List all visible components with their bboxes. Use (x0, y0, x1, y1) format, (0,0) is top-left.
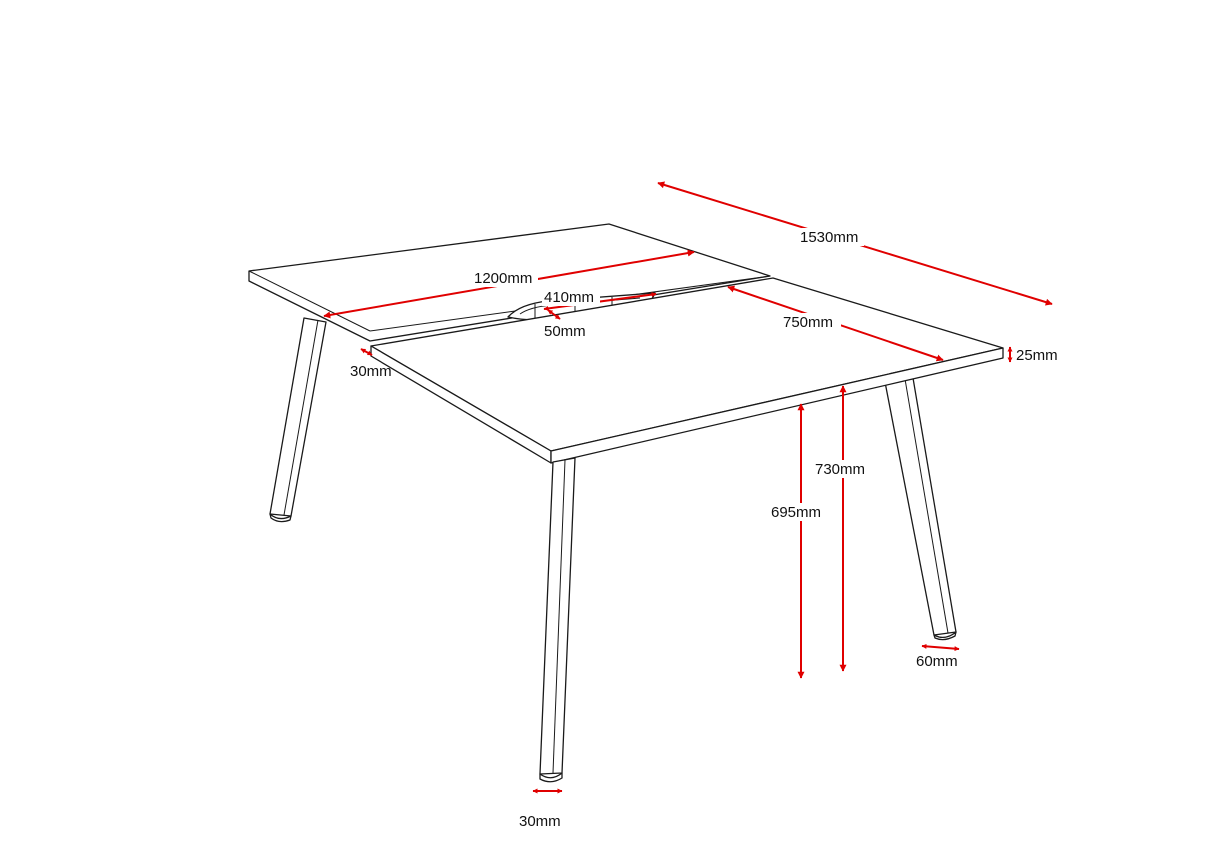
dimension-labels: 1530mm 1200mm 750mm 25mm 410mm 50mm 30mm… (350, 228, 1058, 830)
back-right-leg (884, 377, 957, 641)
top-thickness-label: 25mm (1016, 347, 1058, 364)
overall-length-label: 1530mm (800, 229, 858, 246)
leg-depth-arrow (921, 643, 960, 652)
cable-tray-length-label: 410mm (544, 289, 594, 306)
cable-tray-width-label: 50mm (544, 323, 586, 340)
leg-width-label: 30mm (519, 813, 561, 830)
under-desk-height-label: 695mm (771, 504, 821, 521)
cable-tray-width-arrow (547, 309, 561, 320)
screen-gap-label: 30mm (350, 363, 392, 380)
overall-height-label: 730mm (815, 461, 865, 478)
leg-depth-label: 60mm (916, 653, 958, 670)
back-left-leg (269, 317, 327, 523)
desk-length-label: 1200mm (474, 270, 532, 287)
front-leg (539, 457, 576, 783)
desk-depth-label: 750mm (783, 314, 833, 331)
screen-gap-arrow (360, 348, 373, 356)
